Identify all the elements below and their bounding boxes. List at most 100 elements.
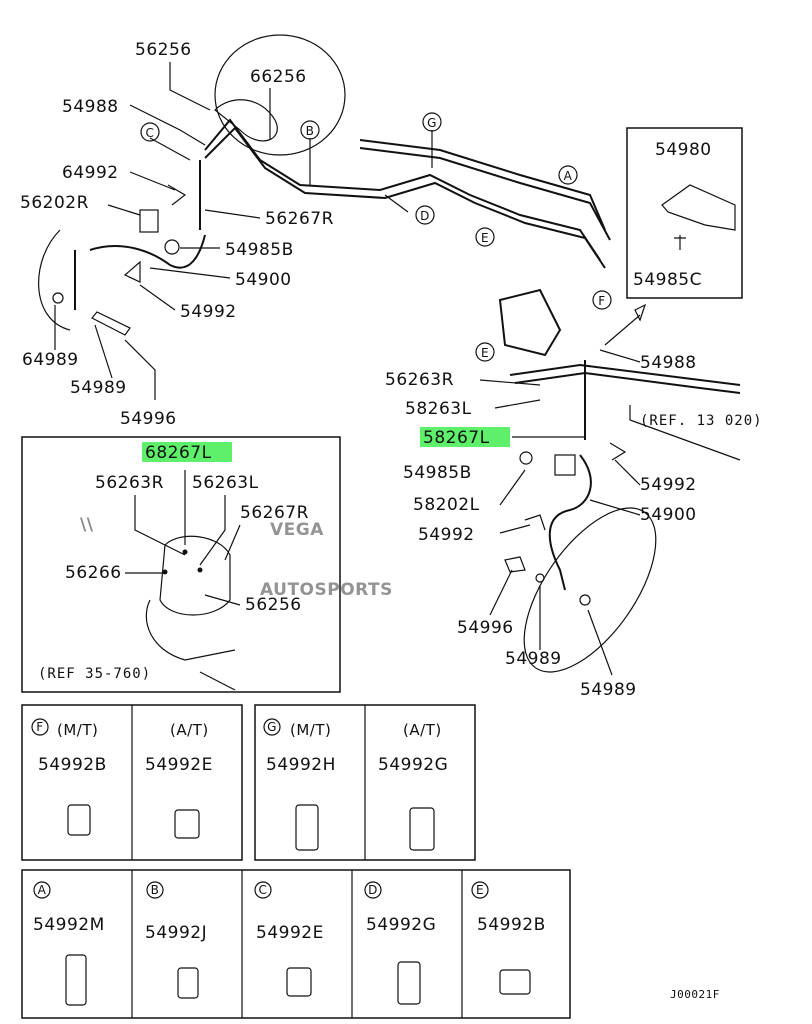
marker-B: B: [306, 124, 315, 138]
bleeder-54989-b: [535, 573, 545, 583]
marker-circle-A-table: [33, 881, 51, 899]
leader: [139, 284, 176, 311]
leader: [129, 171, 176, 191]
marker-circle-A: [558, 165, 578, 185]
leader: [134, 495, 186, 556]
leader: [149, 267, 231, 279]
label-54900-b: 54900: [640, 505, 697, 525]
watermark-logo-mark: \\: [80, 515, 94, 535]
watermark-brand: VEGA: [270, 520, 324, 540]
label-58202L: 58202L: [413, 495, 480, 515]
leader: [94, 324, 113, 379]
label-ref-35760: (REF 35-760): [38, 666, 151, 682]
leader: [169, 62, 211, 111]
clip-54985B: [164, 239, 180, 255]
leader: [489, 569, 513, 616]
clip-group-ABCDE: [21, 869, 571, 1019]
clip-F-at: (A/T): [170, 721, 209, 739]
label-56266: 56266: [65, 563, 122, 583]
clip-icon-54992J: [177, 967, 199, 999]
proportioning-valve: [498, 288, 562, 357]
part-54992B: 54992B: [38, 755, 107, 775]
marker-circle-E2: [475, 342, 495, 362]
label-64992: 64992: [62, 163, 119, 183]
label-64989: 64989: [22, 350, 79, 370]
clip-icon-54992B: [67, 804, 91, 836]
leader: [384, 194, 409, 213]
bracket-56202R: [139, 209, 159, 233]
part-54992G: 54992G: [378, 755, 448, 775]
clip-G-at: (A/T): [403, 721, 442, 739]
label-54996: 54996: [120, 409, 177, 429]
brake-pipe-2: [204, 126, 606, 269]
front-left-assembly: [479, 288, 741, 676]
label-56263R: 56263R: [385, 370, 454, 390]
marker-F: F: [598, 294, 605, 308]
labels-center-right: 54988 56263R 58263L 58267L (REF. 13 020)…: [385, 353, 762, 700]
leader: [599, 349, 641, 363]
part-54992E: 54992E: [145, 755, 213, 775]
circle-markers: C B G D A E F E: [140, 112, 612, 362]
marker-circle-G: [422, 112, 442, 132]
label-56256-b: 56256: [245, 595, 302, 615]
inset-frame: [21, 436, 341, 693]
rear-pipe-2: [514, 371, 741, 394]
clip-icon-54992E: [174, 809, 200, 839]
label-54989: 54989: [70, 378, 127, 398]
fitting-dot: [182, 549, 188, 555]
clip-icon-54992G-b: [397, 961, 421, 1005]
bleeder-54989-c: [579, 594, 591, 606]
fitting-dot: [197, 567, 203, 573]
table-marker-F: F: [36, 720, 43, 734]
marker-circle-F: [592, 290, 612, 310]
leader: [499, 524, 531, 534]
leader: [124, 339, 156, 400]
label-56267R: 56267R: [265, 209, 334, 229]
bracket-58202L: [554, 454, 576, 476]
brake-hose-front-right: [89, 234, 206, 269]
table-marker-D: D: [368, 883, 378, 897]
table-marker-G: G: [267, 720, 277, 734]
label-56263R-b: 56263R: [95, 473, 164, 493]
labels-upper-left: 56256 66256 54988 64992 56202R 56267R 54…: [20, 40, 334, 429]
highlight-68267L: [142, 442, 232, 462]
rotor-front-left: [523, 507, 657, 673]
clip-F-mt: (M/T): [57, 721, 98, 739]
label-54992-c: 54992: [418, 525, 475, 545]
label-54989-b: 54989: [505, 649, 562, 669]
clip-G-mt: (M/T): [290, 721, 331, 739]
leader: [204, 594, 241, 606]
label-54985C: 54985C: [633, 270, 702, 290]
marker-circle-E-table: [471, 881, 489, 899]
leader: [199, 495, 226, 566]
label-54988: 54988: [62, 97, 119, 117]
brake-pipe-4: [359, 147, 611, 241]
label-56256: 56256: [135, 40, 192, 60]
leader: [107, 204, 141, 216]
label-56202R: 56202R: [20, 193, 89, 213]
marker-G: G: [427, 116, 437, 130]
brake-pipe-3: [359, 139, 606, 231]
table-marker-E: E: [476, 883, 484, 897]
marker-C: C: [146, 126, 155, 140]
part-54992J: 54992J: [145, 923, 207, 943]
label-54989-c: 54989: [580, 680, 637, 700]
booster-outline: [145, 599, 236, 661]
front-right-assembly: [38, 34, 611, 400]
bolt-54996-b: [504, 556, 526, 573]
leader: [129, 104, 206, 146]
part-54992M: 54992M: [33, 915, 105, 935]
marker-circle-B-table: [146, 881, 164, 899]
watermark-sub: AUTOSPORTS: [260, 580, 393, 600]
label-66256: 66256: [250, 67, 307, 87]
label-54900: 54900: [235, 270, 292, 290]
label-58267L: 58267L: [423, 428, 490, 448]
marker-circle-C-table: [254, 881, 272, 899]
leader: [494, 399, 541, 409]
leader: [629, 405, 741, 461]
clip-icon-54992E-b: [286, 967, 312, 997]
leader: [479, 379, 541, 386]
marker-circle-B: [300, 120, 320, 140]
diagram-code: J00021F: [670, 988, 720, 1001]
